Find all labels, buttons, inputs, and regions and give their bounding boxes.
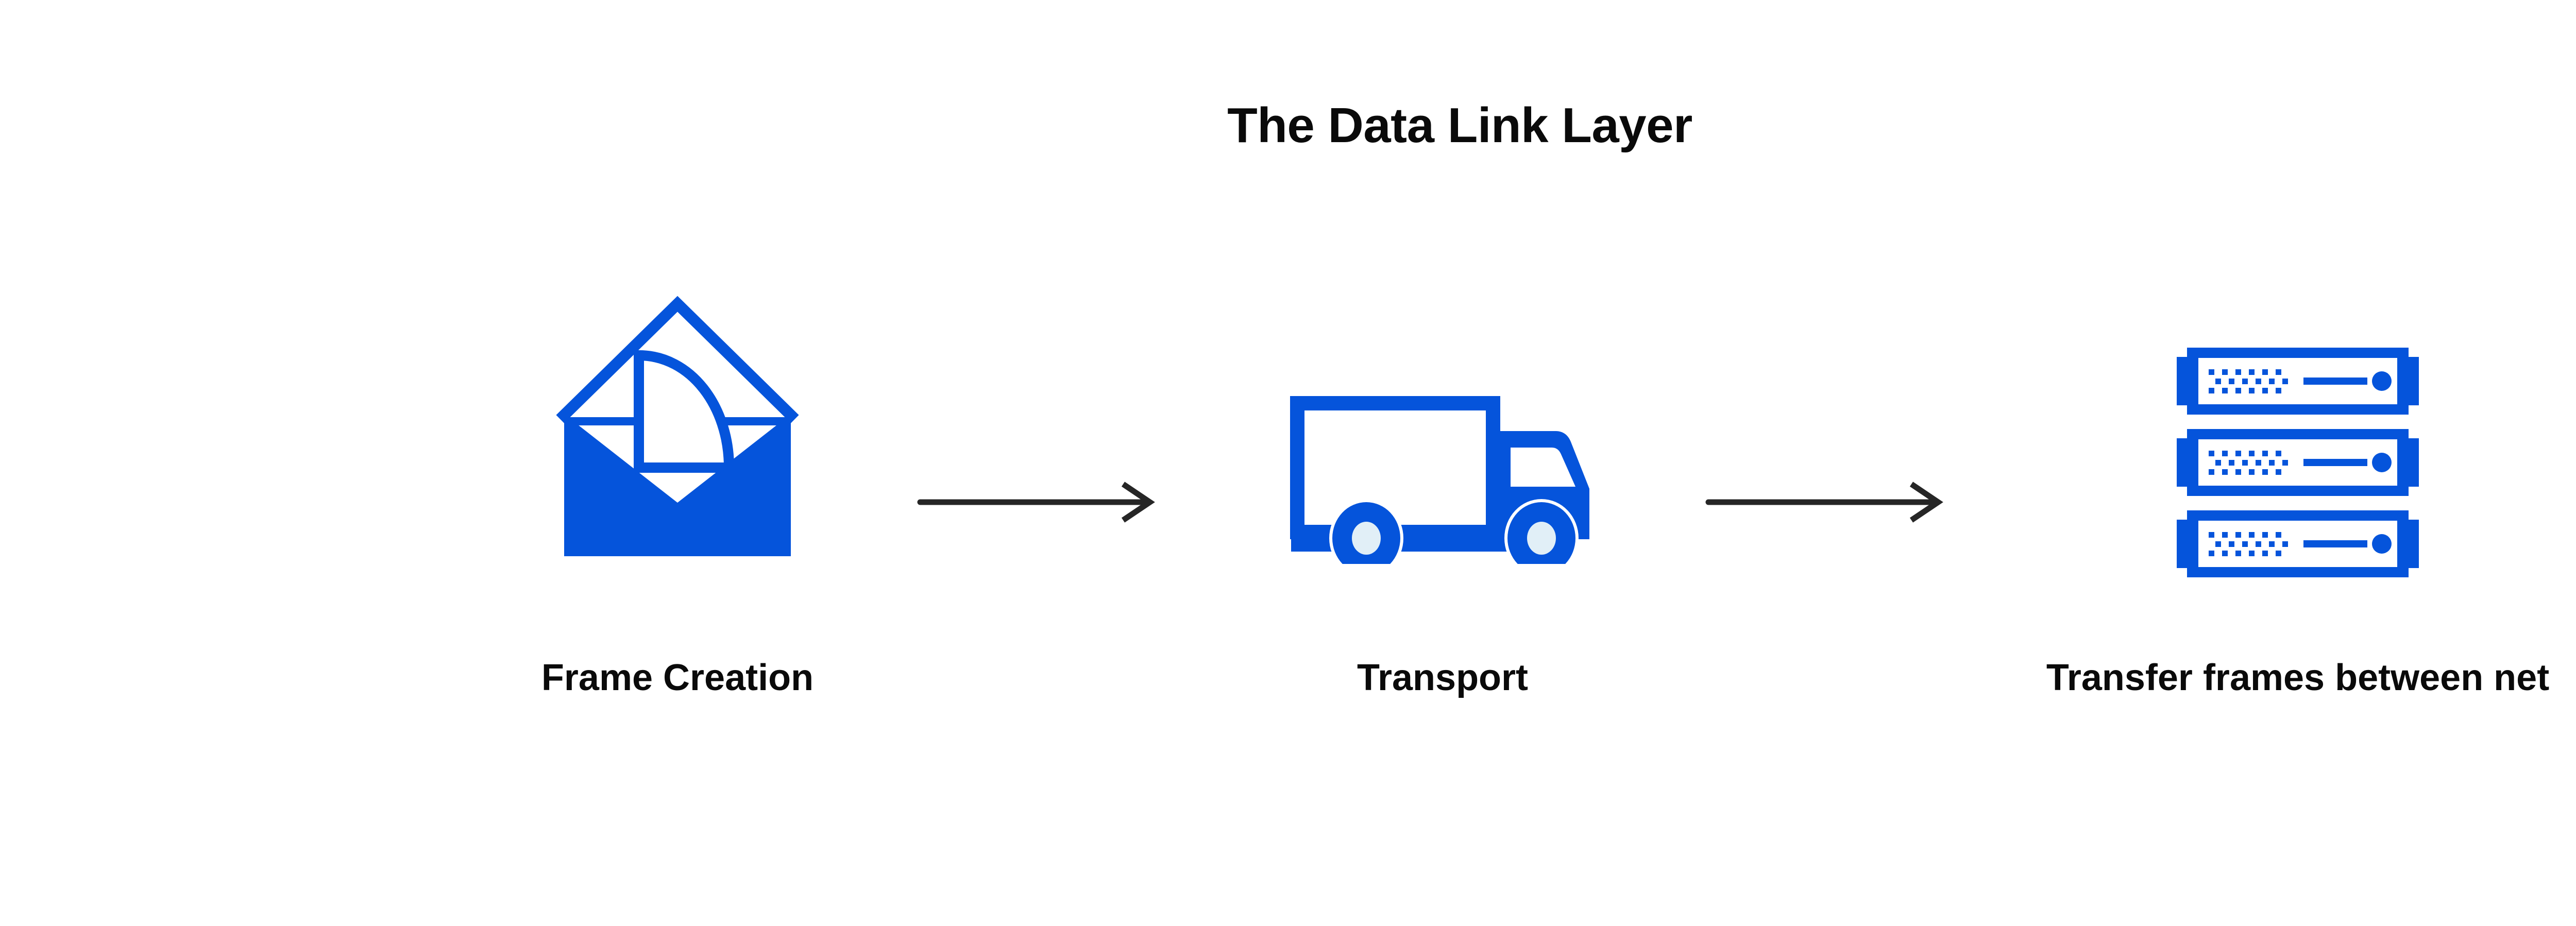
step-transport: Transport xyxy=(1159,288,1726,752)
server-rack-icon xyxy=(2177,348,2419,582)
arrow-right-icon-2 xyxy=(1705,474,1947,530)
step-label-frame-creation: Frame Creation xyxy=(541,657,814,698)
server-unit-3 xyxy=(2177,510,2419,577)
step-transfer-frames: Transfer frames between net xyxy=(1834,288,2576,752)
arrow-right-icon-1 xyxy=(917,474,1159,530)
delivery-truck-icon xyxy=(1288,394,1597,577)
page-title: The Data Link Layer xyxy=(1227,98,1692,153)
step-frame-creation: Frame Creation xyxy=(337,288,1018,752)
server-unit-1 xyxy=(2177,348,2419,415)
step-label-transport: Transport xyxy=(1357,657,1529,698)
open-envelope-icon xyxy=(549,288,806,564)
step-label-transfer-frames: Transfer frames between net xyxy=(2046,657,2550,698)
server-unit-2 xyxy=(2177,429,2419,496)
